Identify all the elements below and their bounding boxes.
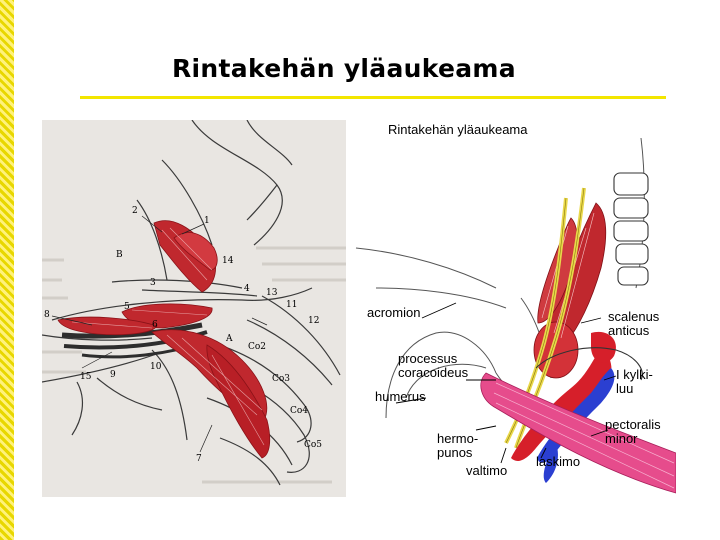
right-anatomy-diagram [346,118,676,498]
title-underline [80,96,666,99]
label-A: A [226,334,233,344]
label-co3: Co3 [272,374,291,384]
left-anatomy-plate: 1 2 3 4 5 6 7 8 9 10 11 12 13 14 15 B A … [42,120,346,497]
label-humerus: humerus [375,389,426,404]
slide-title: Rintakehän yläaukeama [172,54,516,83]
label-1: 1 [204,216,210,226]
diagram-subtitle: Rintakehän yläaukeama [388,122,528,137]
label-first-rib: I kylki- luu [616,367,653,396]
accent-bar-pattern [0,0,14,540]
label-14: 14 [222,256,234,266]
label-4: 4 [244,284,250,294]
label-B: B [116,250,123,260]
label-valtimo: valtimo [466,463,508,478]
label-co4: Co4 [290,406,309,416]
label-processus-coracoideus: processus coracoideus [398,351,469,380]
label-3: 3 [150,278,156,288]
left-anatomy-drawing [42,120,346,486]
label-9: 9 [110,370,116,380]
label-15: 15 [80,372,92,382]
label-6: 6 [152,320,158,330]
label-10: 10 [150,362,162,372]
label-scalenus-anticus: scalenus anticus [608,309,660,338]
label-7: 7 [196,454,202,464]
label-2: 2 [132,206,138,216]
label-13: 13 [266,288,278,298]
label-laskimo: laskimo [536,454,581,469]
label-8: 8 [44,310,50,320]
label-5: 5 [124,302,130,312]
label-co5: Co5 [304,440,323,450]
label-11: 11 [286,300,298,310]
accent-bar [0,0,14,540]
label-acromion: acromion [367,305,421,320]
label-co2: Co2 [248,342,267,352]
label-12: 12 [308,316,320,326]
label-pectoralis-minor: pectoralis minor [605,417,661,446]
label-hermopunos: hermo- punos [437,431,479,460]
right-anatomy-drawing [355,137,676,494]
